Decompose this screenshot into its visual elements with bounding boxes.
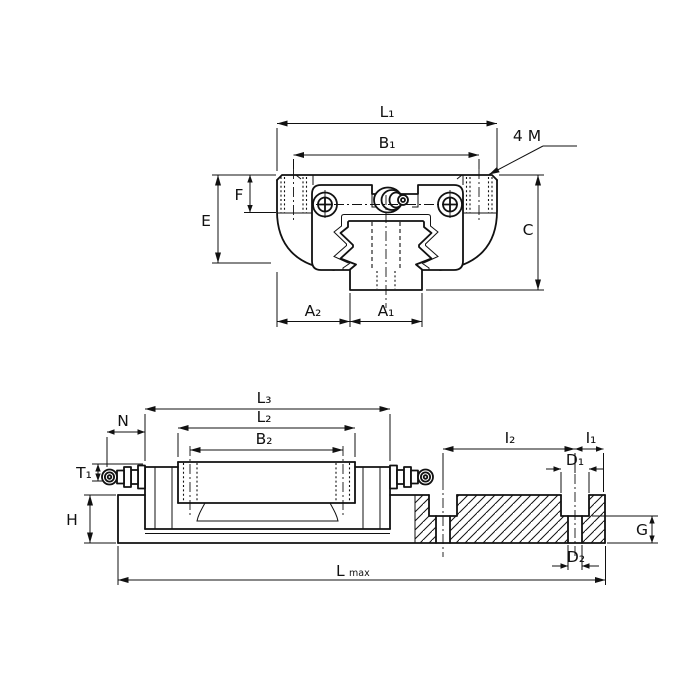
dim-label-lmax-sub: max [349,568,370,579]
dim-label-c: C [523,221,534,239]
dim-D1: D₁ [546,451,604,493]
dim-N: N [106,412,145,467]
dim-label-t1: T₁ [75,464,92,482]
dim-D2: D₂ [552,545,599,570]
dim-label-d1: D₁ [566,451,584,469]
rail-side [117,474,606,557]
top-edge-notch-right [456,174,463,180]
rail-hidden-bore [371,222,401,289]
dim-H: H [66,494,116,544]
dim-L2: L₂ [177,408,356,457]
dim-A2: A₂ [276,272,351,327]
dim-label-b2: B₂ [256,430,273,448]
dim-label-l3: L₃ [257,389,272,407]
callout-label-4m: 4 M [513,127,541,145]
dim-B1: B₁ [293,134,480,169]
dim-L3: L₃ [144,389,391,461]
dim-label-a2: A₂ [305,302,322,320]
dim-label-d2: D₂ [567,548,585,566]
grease-nipple-left-side [101,464,146,490]
dim-G: G [592,515,658,544]
rail-bolt-hole-2 [560,474,590,557]
top-edge-notch-left [295,174,302,180]
dim-Lmax: L max [117,546,606,585]
dim-F: F [235,175,276,213]
dim-label-g: G [636,521,648,539]
dim-I2: I₂ [442,429,576,480]
dim-T1: T₁ [75,463,143,482]
dim-E: E [201,174,276,264]
carriage-block-outline [276,169,498,271]
block-hole-threads-side [182,463,351,503]
grease-nipple-front [373,186,409,214]
dim-label-b1: B₁ [379,134,396,152]
dim-L1: L₁ [276,103,498,171]
callout-4M: 4 M [488,127,577,175]
dim-label-i1: I₁ [586,429,597,447]
dim-C: C [426,174,544,291]
block-lower-profile [196,502,339,522]
mounting-hole-threads [280,177,493,213]
dim-B2: B₂ [190,430,343,453]
dim-label-i2: I₂ [505,429,516,447]
dim-label-lmax: L [336,562,345,580]
dim-A1: A₁ [350,293,423,327]
grease-nipple-right-side [389,464,434,490]
front-view: L₁ B₁ 4 M E F C A₂ [201,103,577,327]
side-view: L₃ N L₂ B₂ T₁ H I₂ [66,389,658,585]
dim-label-n: N [117,412,129,430]
dim-label-l1: L₁ [380,103,395,121]
dim-label-l2: L₂ [257,408,272,426]
dim-label-f: F [235,186,244,204]
dim-I1: I₁ [575,429,604,492]
carriage-block-side [144,446,391,534]
dim-label-h: H [66,511,78,529]
rail-bolt-hole-1 [428,480,458,557]
dim-label-a1: A₁ [378,302,395,320]
dim-label-e: E [201,212,211,230]
block-top-edge [276,174,498,181]
